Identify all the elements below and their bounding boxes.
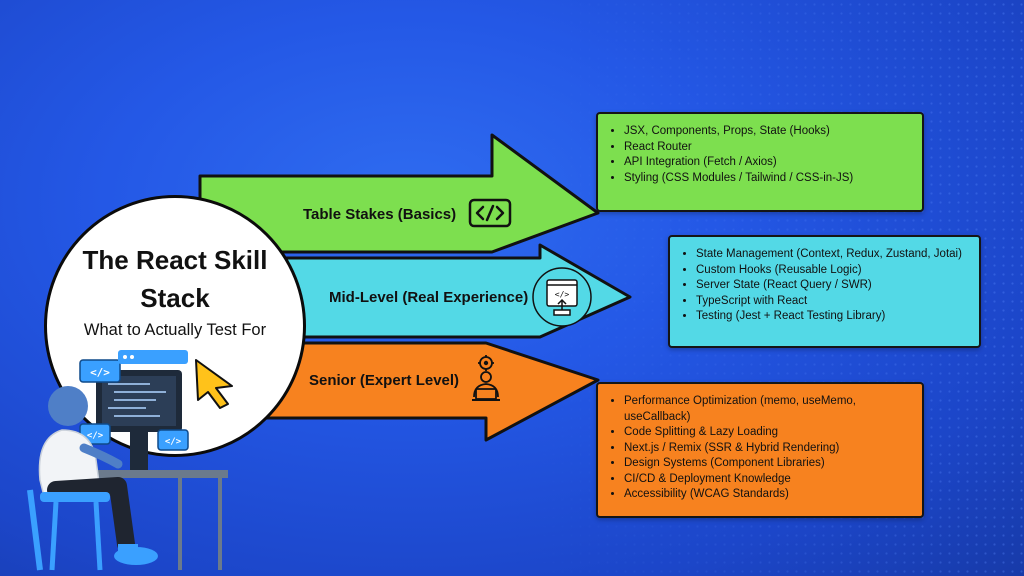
code-tag-icon: </> — [79, 359, 121, 383]
developer-gear-icon — [472, 355, 500, 401]
developer-person-icon: </> </> </> — [27, 350, 233, 571]
list-item: Testing (Jest + React Testing Library) — [696, 309, 967, 325]
svg-text:</>: </> — [555, 290, 570, 299]
list-table-stakes: JSX, Components, Props, State (Hooks)Rea… — [608, 124, 910, 186]
list-item: React Router — [624, 140, 910, 156]
svg-text:</>: </> — [87, 431, 104, 441]
list-item: Styling (CSS Modules / Tailwind / CSS-in… — [624, 171, 910, 187]
list-item: API Integration (Fetch / Axios) — [624, 155, 910, 171]
box-table-stakes: JSX, Components, Props, State (Hooks)Rea… — [596, 112, 924, 212]
list-item: State Management (Context, Redux, Zustan… — [696, 247, 967, 263]
list-senior: Performance Optimization (memo, useMemo,… — [608, 394, 910, 503]
level-label-mid-level: Mid-Level (Real Experience) — [329, 289, 529, 306]
code-brackets-icon — [468, 198, 512, 228]
page-subtitle: What to Actually Test For — [83, 321, 267, 339]
list-item: Design Systems (Component Libraries) — [624, 456, 910, 472]
box-senior: Performance Optimization (memo, useMemo,… — [596, 382, 924, 518]
svg-text:</>: </> — [165, 437, 182, 447]
list-item: TypeScript with React — [696, 294, 967, 310]
list-item: CI/CD & Deployment Knowledge — [624, 472, 910, 488]
level-label-table-stakes: Table Stakes (Basics) — [303, 206, 457, 223]
page-title-line1: The React Skill — [82, 245, 268, 275]
list-item: JSX, Components, Props, State (Hooks) — [624, 124, 910, 140]
list-mid-level: State Management (Context, Redux, Zustan… — [680, 247, 967, 325]
list-item: Accessibility (WCAG Standards) — [624, 487, 910, 503]
list-item: Performance Optimization (memo, useMemo,… — [624, 394, 910, 425]
list-item: Next.js / Remix (SSR & Hybrid Rendering) — [624, 441, 910, 457]
level-label-senior: Senior (Expert Level) — [309, 372, 460, 389]
cursor-arrow-icon — [195, 359, 233, 409]
code-window-icon: </> — [532, 267, 592, 327]
box-mid-level: State Management (Context, Redux, Zustan… — [668, 235, 981, 348]
list-item: Server State (React Query / SWR) — [696, 278, 967, 294]
list-item: Custom Hooks (Reusable Logic) — [696, 263, 967, 279]
page-title-line2: Stack — [140, 283, 210, 313]
list-item: Code Splitting & Lazy Loading — [624, 425, 910, 441]
svg-text:</>: </> — [90, 366, 110, 379]
